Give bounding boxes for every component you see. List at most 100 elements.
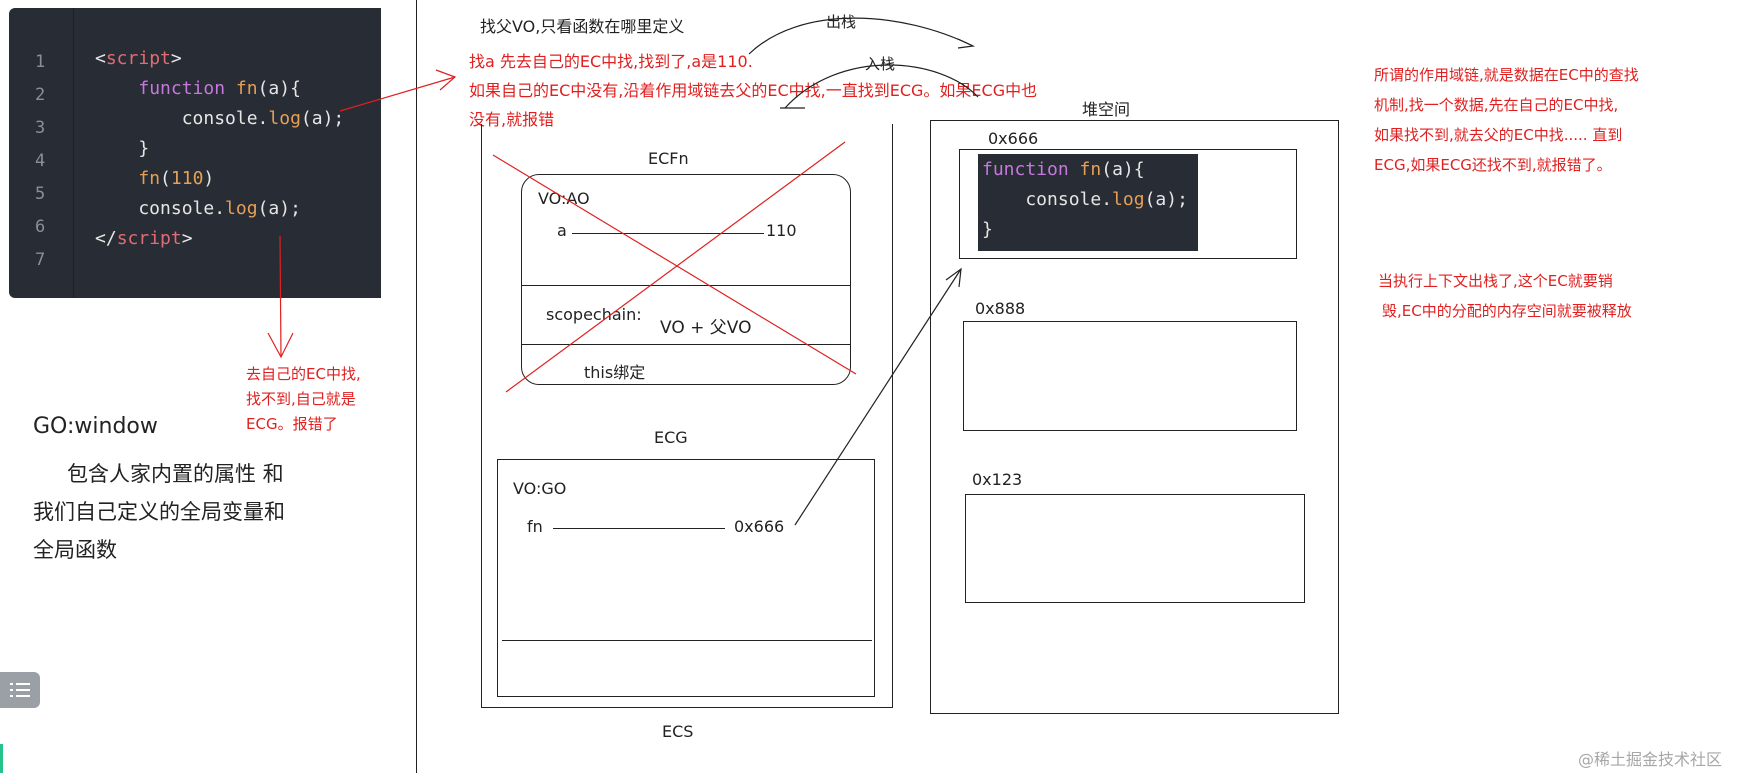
down-arrow bbox=[279, 235, 282, 358]
heap-address: 0x888 bbox=[975, 299, 1026, 318]
find-parent-note: 找父VO,只看函数在哪里定义 bbox=[480, 17, 685, 36]
line-number: 2 bbox=[35, 85, 46, 105]
scope-chain-note: 所谓的作用域链,就是数据在EC中的查找 机制,找一个数据,先在自己的EC中找, … bbox=[1374, 60, 1639, 180]
heap-function-code: function fn(a){ console.log(a);} bbox=[978, 154, 1198, 251]
code-token: ) bbox=[203, 168, 215, 189]
code-token: console. bbox=[982, 189, 1113, 210]
code-token: log bbox=[268, 108, 301, 129]
code-line: fn(110) bbox=[95, 168, 214, 189]
this-binding-label: this绑定 bbox=[584, 363, 646, 382]
line-number: 3 bbox=[35, 118, 46, 138]
code-token: (a); bbox=[300, 108, 345, 129]
ecg-box: VO:GO fn 0x666 bbox=[497, 459, 875, 697]
code-line: console.log(a); bbox=[95, 198, 301, 219]
note-line: 所谓的作用域链,就是数据在EC中的查找 bbox=[1374, 66, 1639, 84]
vo-go-label: VO:GO bbox=[513, 479, 567, 498]
code-panel: 1 2 3 4 5 6 7 <script> function fn(a){ c… bbox=[9, 8, 381, 298]
note-line: 去自己的EC中找, bbox=[246, 365, 361, 383]
heap-address: 0x666 bbox=[988, 129, 1039, 148]
code-token: > bbox=[181, 228, 193, 249]
arrowhead bbox=[435, 69, 457, 91]
code-token: } bbox=[95, 138, 150, 159]
line-number: 4 bbox=[35, 151, 46, 171]
section-divider bbox=[522, 285, 850, 286]
note-line: 没有,就报错 bbox=[469, 110, 555, 129]
arrowhead bbox=[957, 38, 976, 49]
note-line: 如果找不到,就去父的EC中找..... 直到 bbox=[1374, 126, 1623, 144]
code-token: (a); bbox=[1144, 189, 1188, 210]
push-arrow bbox=[784, 64, 979, 109]
binding-line bbox=[572, 233, 764, 234]
go-desc-line: 包含人家内置的属性 和 bbox=[67, 462, 284, 486]
code-token: } bbox=[982, 219, 993, 240]
arrowhead bbox=[945, 267, 962, 288]
line-number: 5 bbox=[35, 184, 46, 204]
note-line: 如果自己的EC中没有,沿着作用域链去父的EC中找,一直找到ECG。如果ECG中也 bbox=[469, 81, 1038, 100]
go-description: 包含人家内置的属性 和 我们自己定义的全局变量和 全局函数 bbox=[33, 455, 285, 569]
section-divider bbox=[522, 344, 850, 345]
execution-context-stack bbox=[481, 124, 893, 708]
code-line: } bbox=[95, 138, 149, 159]
line-number: 1 bbox=[35, 52, 46, 72]
var-a-value: 110 bbox=[766, 221, 797, 240]
arrowhead bbox=[267, 332, 294, 359]
code-token: fn bbox=[1079, 159, 1102, 180]
toc-button[interactable] bbox=[0, 672, 40, 708]
line-number: 6 bbox=[35, 217, 46, 237]
lookup-fail-note: 去自己的EC中找, 找不到,自己就是 ECG。报错了 bbox=[246, 362, 361, 437]
code-token: (a){ bbox=[257, 78, 301, 99]
code-token: 110 bbox=[170, 168, 204, 189]
binding-line bbox=[553, 528, 725, 529]
code-line: <script> bbox=[95, 48, 182, 69]
code-token: ( bbox=[160, 168, 171, 189]
push-label: 入栈 bbox=[865, 55, 896, 73]
note-line: 找a 先去自己的EC中找,找到了,a是110. bbox=[469, 52, 753, 71]
code-line: } bbox=[982, 219, 993, 240]
code-token: console. bbox=[95, 108, 269, 129]
code-token: function bbox=[138, 78, 226, 99]
code-token: log bbox=[225, 198, 258, 219]
var-a-name: a bbox=[557, 221, 567, 240]
code-line: function fn(a){ bbox=[982, 159, 1145, 180]
code-token: console. bbox=[95, 198, 226, 219]
vertical-divider bbox=[416, 0, 417, 773]
reference-arrow bbox=[794, 268, 962, 526]
line-number: 7 bbox=[35, 250, 46, 270]
code-token: fn bbox=[235, 78, 258, 99]
go-desc-line: 我们自己定义的全局变量和 bbox=[33, 500, 285, 524]
note-line: ECG,如果ECG还找不到,就报错了。 bbox=[1374, 156, 1612, 174]
code-line: console.log(a); bbox=[95, 108, 345, 129]
ecfn-box: VO:AO a 110 scopechain: VO + 父VO this绑定 bbox=[521, 174, 851, 385]
code-token: script bbox=[116, 228, 182, 249]
var-fn-name: fn bbox=[527, 517, 543, 536]
code-token: > bbox=[170, 48, 182, 69]
lookup-arrow bbox=[339, 76, 456, 112]
code-token: function bbox=[982, 159, 1069, 180]
ecfn-title: ECFn bbox=[648, 149, 689, 168]
line-number-gutter: 1 2 3 4 5 6 7 bbox=[9, 8, 74, 298]
heap-block-0x123 bbox=[965, 494, 1305, 603]
pop-arrow bbox=[748, 17, 974, 55]
go-desc-line: 全局函数 bbox=[33, 538, 117, 562]
code-line: </script> bbox=[95, 228, 193, 249]
heap-address: 0x123 bbox=[972, 470, 1023, 489]
note-line: 找不到,自己就是 bbox=[246, 390, 356, 408]
heap-label: 堆空间 bbox=[1082, 100, 1131, 119]
progress-indicator bbox=[0, 744, 3, 773]
cross-line bbox=[505, 141, 846, 393]
heap-block-0x666 bbox=[959, 149, 1297, 259]
note-line: 当执行上下文出栈了,这个EC就要销 bbox=[1378, 272, 1613, 290]
code-token: (a); bbox=[257, 198, 301, 219]
note-line: 机制,找一个数据,先在自己的EC中找, bbox=[1374, 96, 1619, 114]
pop-label: 出栈 bbox=[826, 13, 857, 31]
code-token: < bbox=[95, 48, 106, 69]
code-line: function fn(a){ bbox=[95, 78, 301, 99]
scopechain-value: VO + 父VO bbox=[660, 318, 752, 338]
heap-space bbox=[930, 120, 1339, 714]
destroy-note: 当执行上下文出栈了,这个EC就要销 毁,EC中的分配的内存空间就要被释放 bbox=[1378, 266, 1632, 326]
note-line: 毁,EC中的分配的内存空间就要被释放 bbox=[1382, 302, 1632, 320]
code-line: console.log(a); bbox=[982, 189, 1188, 210]
section-divider bbox=[502, 640, 872, 641]
ecg-title: ECG bbox=[654, 428, 688, 447]
